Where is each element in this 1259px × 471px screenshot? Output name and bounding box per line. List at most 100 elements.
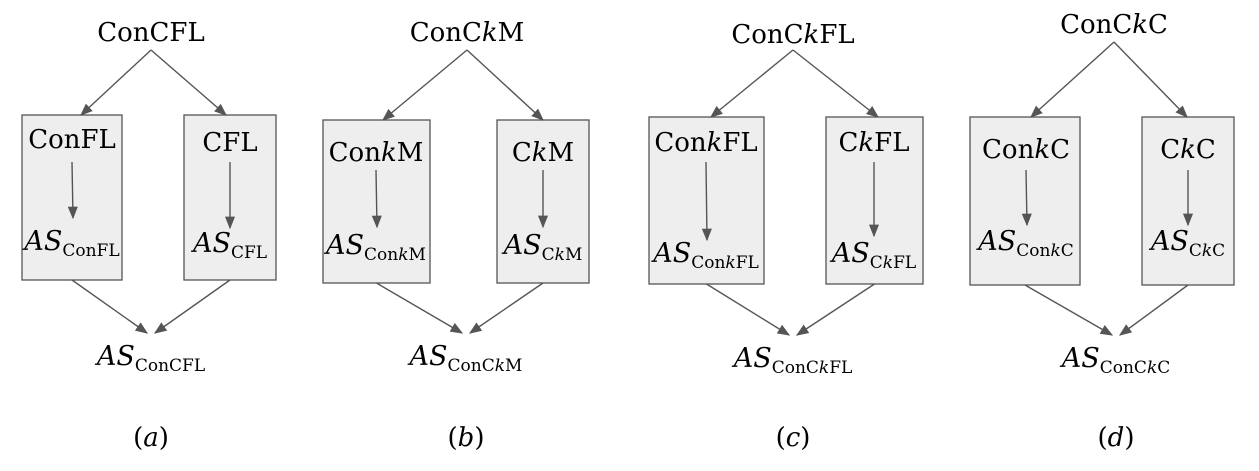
panel-a-caption-open-paren: ( [133, 423, 144, 453]
panel-a-right-label-part: CFL [202, 128, 258, 158]
panel-a-right-as-prefix: AS [192, 228, 231, 259]
panel-b-top-right-arrow [466, 49, 544, 121]
panel-b-caption: (b) [448, 425, 485, 451]
panel-b-right-as: ASCkM [504, 232, 583, 264]
panel-c-caption-open-paren: ( [775, 423, 786, 453]
panel-d-left-as-subscript-part: C [1060, 241, 1074, 261]
panel-b-right-as-subscript-part: C [541, 245, 555, 265]
panel-b-bottom-as: ASConCkM [410, 343, 523, 375]
panel-c-top-label-part: k [803, 20, 820, 50]
panel-d-bottom-as-subscript: ConCkC [1100, 358, 1171, 378]
panel-c-left-label-part: Con [654, 128, 707, 158]
panel-c-left-bottom-arrow [706, 283, 791, 336]
panel-d-left-label: ConkC [982, 137, 1070, 163]
panel-c-bottom-as-subscript-part: k [818, 358, 830, 378]
panel-d-right-box [1141, 116, 1235, 286]
panel-a-left-label: ConFL [28, 127, 116, 153]
panel-c-right-as-subscript-part: FL [893, 253, 917, 273]
panel-d-right-label-part: C [1160, 135, 1181, 165]
panel-d-left-inner-arrow [1021, 169, 1032, 227]
panel-a-caption-letter: a [143, 423, 159, 453]
panel-b-left-label-part: M [396, 138, 424, 168]
panel-a-bottom-as-subscript: ConCFL [135, 356, 205, 376]
panel-c-left-label-part: FL [722, 128, 758, 158]
panel-b-left-label-part: k [380, 138, 397, 168]
panel-b-caption-close-paren: ) [474, 423, 485, 453]
panel-b-bottom-as-subscript-part: M [505, 356, 523, 376]
panel-b-left-as-subscript: ConkM [364, 245, 426, 265]
panel-c-left-as-subscript: ConkFL [691, 253, 759, 273]
panel-b-left-as-subscript-part: M [408, 245, 426, 265]
panel-b-bottom-as-subscript-part: ConC [447, 356, 495, 376]
panel-a-bottom-as-subscript-part: ConCFL [134, 356, 206, 376]
panel-b-right-as-subscript-part: k [554, 245, 565, 265]
panel-c-right-label-part: C [838, 128, 859, 158]
panel-b-right-label-part: C [511, 138, 532, 168]
panel-b-right-label-part: k [531, 138, 548, 168]
panel-d-top-label-part: C [1148, 10, 1168, 40]
panel-d-bottom-as-subscript-part: k [1146, 358, 1158, 378]
panel-c-top-label-part: ConC [731, 20, 804, 50]
panel-d-right-label-part: C [1195, 135, 1216, 165]
panel-c-left-label: ConkFL [654, 130, 757, 156]
panel-d-left-as-prefix: AS [978, 226, 1017, 257]
panel-b-left-inner-arrow [371, 169, 382, 229]
panel-a-left-as-subscript: ConFL [62, 241, 119, 261]
panel-c-top-label: ConCkFL [731, 22, 854, 48]
panel-c-bottom-as-subscript: ConCkFL [772, 358, 853, 378]
panel-a-left-as-subscript-part: ConFL [62, 241, 120, 261]
panel-c-right-as-subscript-part: k [882, 253, 894, 273]
panel-c-left-as-subscript-part: k [725, 253, 736, 273]
panel-b-right-as-subscript-part: M [564, 245, 583, 265]
panel-c-caption-letter: c [785, 423, 801, 453]
panel-c-right-as-prefix: AS [831, 238, 870, 269]
panel-d-left-as-subscript-part: k [1050, 241, 1061, 261]
panel-d-caption: (d) [1098, 425, 1135, 451]
panel-a-left-as-prefix: AS [24, 226, 63, 257]
panel-d-left-bottom-arrow [1024, 284, 1114, 336]
panel-c-bottom-as-subscript-part: ConC [771, 358, 819, 378]
panel-d-bottom-as: ASConCkC [1062, 345, 1171, 377]
panel-c-bottom-as-prefix: AS [733, 343, 772, 374]
panel-b-right-label: CkM [512, 140, 574, 166]
panel-d-bottom-as-subscript-part: ConC [1099, 358, 1147, 378]
panel-d-bottom-as-prefix: AS [1061, 343, 1100, 374]
panel-b-left-as-prefix: AS [326, 230, 365, 261]
panel-d-right-as: ASCkC [1151, 228, 1225, 260]
panel-d-left-as: ASConkC [978, 228, 1074, 260]
panel-b-left-label-part: Con [328, 138, 381, 168]
panel-c-right-label-part: FL [874, 128, 910, 158]
panel-a-right-as: ASCFL [193, 230, 267, 262]
panel-b-caption-open-paren: ( [447, 423, 458, 453]
panel-b-left-as-subscript-part: k [398, 245, 409, 265]
panel-b-top-label-part: ConC [409, 18, 482, 48]
panel-d-left-label-part: Con [982, 135, 1035, 165]
panel-d-top-label-part: ConC [1060, 10, 1133, 40]
panel-c-left-as-subscript-part: Con [691, 253, 726, 273]
panel-c-right-label: CkFL [839, 130, 910, 156]
panel-b-top-label: ConCkM [410, 20, 525, 46]
panel-c-left-as-prefix: AS [653, 238, 692, 269]
panel-d-right-bottom-arrow [1118, 284, 1189, 336]
panel-d-left-label-part: C [1050, 135, 1070, 165]
panel-b-top-left-arrow [382, 49, 468, 121]
panel-d-right-as-subscript: CkC [1189, 241, 1225, 261]
panel-d-right-label-part: k [1180, 135, 1196, 165]
panel-b-caption-letter: b [457, 423, 475, 453]
panel-c-right-as-subscript-part: C [869, 253, 883, 273]
panel-b-left-as: ASConkM [326, 232, 426, 264]
panel-c-left-inner-arrow [701, 161, 712, 242]
panel-d-left-as-subscript-part: Con [1016, 241, 1051, 261]
panel-d-caption-open-paren: ( [1097, 423, 1108, 453]
panel-b-bottom-as-subscript-part: k [494, 356, 506, 376]
panel-c-bottom-as-subscript-part: FL [829, 358, 853, 378]
panel-a-bottom-as: ASConCFL [97, 343, 205, 375]
panel-c-top-label-part: FL [819, 20, 855, 50]
panel-c-right-bottom-arrow [795, 283, 875, 336]
panel-b-left-as-subscript-part: Con [364, 245, 399, 265]
panel-a-left-as: ASConFL [24, 228, 119, 260]
panel-b-left-label: ConkM [329, 140, 424, 166]
panel-d-left-label-part: k [1034, 135, 1051, 165]
